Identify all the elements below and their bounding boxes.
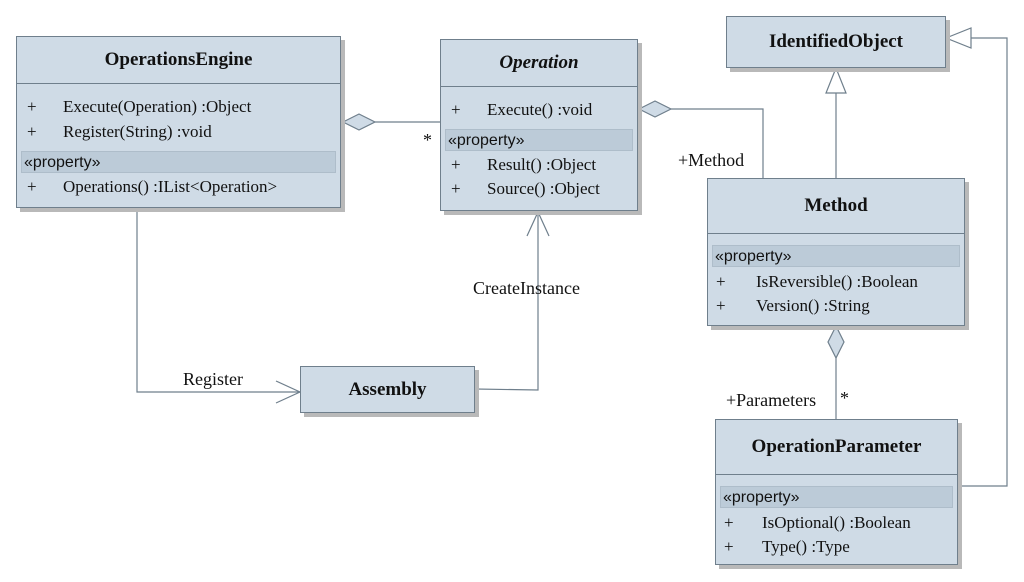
property-row: +Result() :Object [451, 155, 597, 174]
property-row: +Version() :String [716, 296, 870, 315]
operation-aggregation-diamond [637, 100, 673, 118]
engine-aggregation-diamond [341, 113, 377, 131]
parameter-generalization [958, 37, 1008, 487]
method-aggregation-diamond [827, 324, 845, 360]
class-title: Assembly [348, 378, 427, 400]
class-operation[interactable]: Operation +Execute() :void «property» +R… [440, 39, 638, 211]
property-row: +IsOptional() :Boolean [724, 513, 911, 532]
register-label: Register [183, 369, 243, 389]
method-row: +Execute() :void [451, 100, 593, 119]
method-role-label: +Method [678, 150, 745, 170]
create-instance-label: CreateInstance [473, 278, 580, 298]
engine-operation-multiplicity: * [423, 130, 432, 150]
stereotype-property: «property» [21, 151, 336, 173]
class-identified-object[interactable]: IdentifiedObject [726, 16, 946, 68]
parameters-role-label: +Parameters [726, 390, 817, 410]
class-method[interactable]: Method «property» +IsReversible() :Boole… [707, 178, 965, 326]
class-divider [17, 83, 340, 84]
property-row: +Type() :Type [724, 537, 850, 556]
class-operation-parameter[interactable]: OperationParameter «property» +IsOptiona… [715, 419, 958, 565]
register-dependency [136, 208, 300, 393]
property-row: +Operations() :IList<Operation> [27, 177, 278, 196]
class-title: OperationParameter [751, 436, 922, 457]
class-divider [716, 474, 957, 475]
class-divider [441, 86, 637, 87]
property-row: +IsReversible() :Boolean [716, 272, 918, 291]
stereotype-property: «property» [712, 245, 960, 267]
class-divider [708, 233, 964, 234]
parameter-generalization-arrow [944, 27, 972, 49]
method-row: +Register(String) :void [27, 122, 212, 141]
stereotype-property: «property» [720, 486, 953, 508]
property-row: +Source() :Object [451, 179, 600, 198]
parameters-multiplicity: * [840, 388, 849, 408]
create-instance-dependency [474, 212, 539, 391]
class-operations-engine[interactable]: OperationsEngine +Execute(Operation) :Ob… [16, 36, 341, 208]
method-row: +Execute(Operation) :Object [27, 97, 252, 116]
class-title: IdentifiedObject [768, 31, 904, 52]
operation-method-aggregation [671, 108, 764, 178]
class-title: Operation [499, 52, 579, 73]
class-assembly[interactable]: Assembly [300, 366, 475, 413]
create-instance-arrowhead [526, 210, 550, 237]
stereotype-property: «property» [445, 129, 633, 151]
class-title: OperationsEngine [104, 49, 253, 70]
method-generalization-arrow [825, 66, 847, 94]
class-title: Method [804, 195, 868, 216]
